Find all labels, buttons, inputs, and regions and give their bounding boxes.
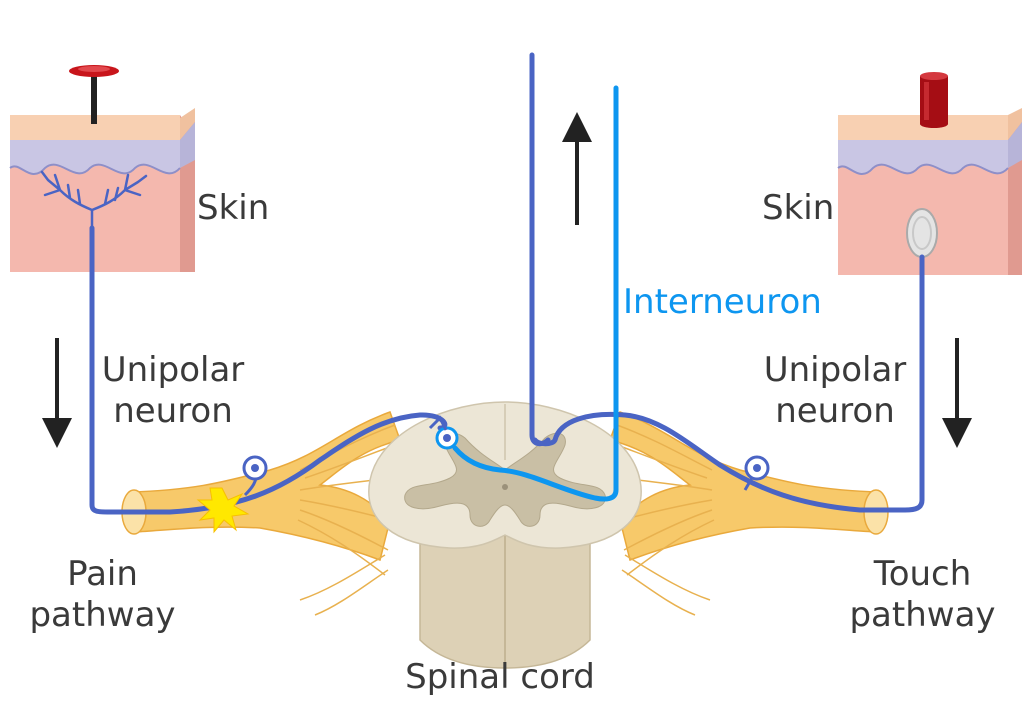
ascending-tract — [529, 52, 551, 447]
touch-pathway-line1: Touch — [873, 554, 972, 594]
pin-icon — [69, 65, 119, 124]
skin-label-left: Skin — [197, 188, 270, 228]
unipolar-label-right: Unipolar neuron — [760, 350, 910, 432]
right-spinal-nerve — [609, 411, 881, 561]
arrow-up-icon — [562, 112, 592, 225]
pain-pathway-line1: Pain — [67, 554, 138, 594]
left-unipolar-neuron — [89, 225, 448, 515]
arrow-down-icon-right — [942, 338, 972, 448]
skin-block-left — [9, 108, 195, 272]
pain-pathway-line2: pathway — [29, 595, 176, 635]
touch-pathway-line2: pathway — [849, 595, 996, 635]
unipolar-label-left-line2: neuron — [113, 391, 233, 431]
pain-spark-icon — [196, 487, 250, 534]
unipolar-label-left: Unipolar neuron — [98, 350, 248, 432]
pain-pathway-label: Pain pathway — [20, 554, 185, 636]
arrow-down-icon — [42, 338, 72, 448]
right-unipolar-neuron — [532, 254, 925, 513]
ventral-rootlets — [299, 554, 711, 616]
free-nerve-endings — [40, 170, 148, 230]
skin-label-right: Skin — [762, 188, 835, 228]
interneuron-fiber — [452, 85, 619, 502]
cylinder-weight-icon — [920, 72, 948, 128]
unipolar-label-right-line2: neuron — [775, 391, 895, 431]
spinal-cord-label: Spinal cord — [405, 657, 595, 697]
left-ganglion-cell — [242, 455, 268, 481]
unipolar-label-right-line1: Unipolar — [763, 350, 907, 390]
interneuron-label: Interneuron — [623, 282, 822, 322]
touch-pathway-label: Touch pathway — [840, 554, 1005, 636]
skin-block-right — [837, 108, 1022, 275]
spinal-cord — [368, 401, 642, 669]
gray-matter — [404, 432, 606, 527]
interneuron-cell — [435, 426, 459, 450]
unipolar-label-left-line1: Unipolar — [101, 350, 245, 390]
touch-receptor — [906, 208, 938, 258]
right-ganglion-cell — [744, 455, 770, 481]
